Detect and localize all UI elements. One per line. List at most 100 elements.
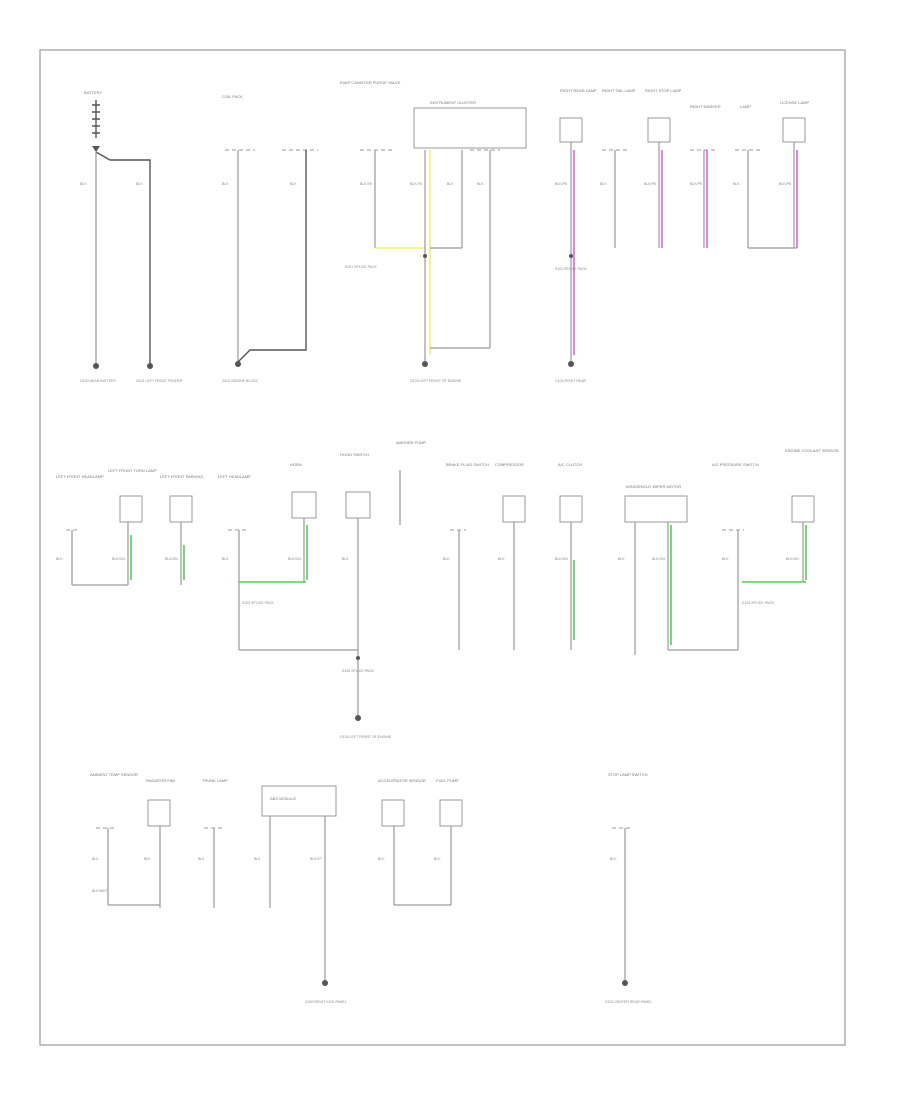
ground-icon bbox=[355, 715, 361, 721]
rear-lamp-label-2: RIGHT TAIL LAMP bbox=[602, 88, 636, 93]
radiator-fan-label: RADIATOR FAN bbox=[146, 778, 175, 783]
wire-label: BLK bbox=[722, 557, 729, 561]
wire-label: BLK bbox=[477, 182, 484, 186]
wire-label: BLK bbox=[144, 857, 151, 861]
component-box bbox=[291, 491, 317, 519]
engine-sensor-label: ENGINE COOLANT SENSOR bbox=[785, 448, 839, 453]
instrument-cluster-label: INSTRUMENT CLUSTER bbox=[430, 100, 476, 105]
splice-label-s104: S104 SPLICE PACK bbox=[742, 601, 775, 605]
compressor-label: COMPRESSOR bbox=[495, 462, 524, 467]
horn-label: HORN bbox=[290, 462, 302, 467]
splice-label-s102: S102 SPLICE PACK bbox=[555, 267, 588, 271]
rear-lamp-label-4: RIGHT MARKER bbox=[690, 104, 721, 109]
left-front-headlamp-label: LEFT FRONT HEADLAMP bbox=[56, 474, 104, 479]
ground-icon bbox=[422, 361, 428, 367]
wire-label: BLK bbox=[342, 557, 349, 561]
splice-label-s101: S101 SPLICE PACK bbox=[345, 265, 378, 269]
abs-module-label: ABS MODULE bbox=[270, 796, 297, 801]
wire-label: BLK bbox=[198, 857, 205, 861]
wire-label: BLK bbox=[254, 857, 261, 861]
ground-icon bbox=[235, 361, 241, 367]
wire-label: BLK bbox=[290, 182, 297, 186]
abs-module-box bbox=[261, 785, 337, 817]
ground-label-g101: G101 LEFT FRONT FENDER bbox=[136, 379, 183, 383]
ground-icon bbox=[93, 363, 99, 369]
wire-label: BLK bbox=[222, 557, 229, 561]
battery-component: BATTERY bbox=[84, 90, 102, 152]
ground-label-g105: G105 LEFT FRONT OF ENGINE bbox=[340, 735, 392, 739]
instrument-cluster-box bbox=[413, 107, 527, 149]
wire-label: BLK/GN bbox=[288, 557, 301, 561]
left-front-turn-lamp-label: LEFT FRONT TURN LAMP bbox=[108, 468, 157, 473]
coil-pack-label: COIL PACK bbox=[222, 94, 243, 99]
component-box bbox=[439, 799, 463, 827]
ground-icon bbox=[322, 980, 328, 986]
wire-label: BLK/GN bbox=[555, 557, 568, 561]
rear-lamp-label-1: RIGHT REAR LAMP bbox=[560, 88, 597, 93]
splice-dot-icon bbox=[423, 254, 427, 258]
splice-dot-icon bbox=[569, 254, 573, 258]
windshield-motor-label: WINDSHIELD WIPER MOTOR bbox=[626, 484, 681, 489]
component-box bbox=[502, 495, 526, 523]
component-box bbox=[791, 495, 815, 523]
wire-label: BLK bbox=[56, 557, 63, 561]
splice-label-s105: S105 SPLICE PACK bbox=[342, 669, 375, 673]
wire-label: BLK bbox=[136, 182, 143, 186]
battery-terminal-icon bbox=[92, 146, 100, 152]
trunk-lamp-label: TRUNK LAMP bbox=[202, 778, 228, 783]
wire-label: BLK bbox=[447, 182, 454, 186]
ground-icon bbox=[568, 361, 574, 367]
wire-label: BLK/GN bbox=[652, 557, 665, 561]
wire-label: BLK/GN bbox=[786, 557, 799, 561]
component-box bbox=[119, 495, 143, 523]
component-box bbox=[624, 495, 688, 523]
component-box bbox=[169, 495, 193, 523]
washer-pump-label: WASHER PUMP bbox=[396, 440, 426, 445]
component-box bbox=[147, 799, 171, 827]
ground-label-g201: G201 CENTER REAR PANEL bbox=[605, 1000, 652, 1004]
ground-label-g100: G100 NEAR BATTERY bbox=[80, 379, 117, 383]
battery-label: BATTERY bbox=[84, 90, 102, 95]
wire-label: BLK/PK bbox=[555, 182, 568, 186]
wire-label: BLK bbox=[610, 857, 617, 861]
ground-label-g200: G200 RIGHT KICK PANEL bbox=[305, 1000, 347, 1004]
rear-lamp-box bbox=[647, 117, 671, 143]
rear-lamp-box bbox=[559, 117, 583, 143]
component-box bbox=[559, 495, 583, 523]
left-headlamp-label: LEFT HEADLAMP bbox=[218, 474, 251, 479]
wire-label: BLK bbox=[378, 857, 385, 861]
splice-dot-icon bbox=[356, 656, 360, 660]
battery-cell-icon bbox=[92, 104, 100, 134]
wire-label: BLK/YE bbox=[360, 182, 373, 186]
ground-icon bbox=[622, 980, 628, 986]
stop-lamp-switch-label: STOP LAMP SWITCH bbox=[608, 772, 648, 777]
wire-label: BLK bbox=[733, 182, 740, 186]
wire-label: BLK bbox=[92, 857, 99, 861]
wire-label: BLK/WHT bbox=[92, 889, 108, 893]
hood-switch-label: HOOD SWITCH bbox=[340, 452, 369, 457]
wire-label: BLK bbox=[600, 182, 607, 186]
rear-lamp-label-3: RIGHT STOP LAMP bbox=[645, 88, 682, 93]
wire-label: BLK/YE bbox=[410, 182, 423, 186]
wire-label: BLK/PK bbox=[690, 182, 703, 186]
wire-label: BLK/PK bbox=[779, 182, 792, 186]
ambient-sensor-label: AMBIENT TEMP SENSOR bbox=[90, 772, 138, 777]
splice-label-s103: S103 SPLICE PACK bbox=[242, 601, 275, 605]
ground-label-g104: G104 RIGHT REAR bbox=[555, 379, 587, 383]
evap-label: EVAP CANISTER PURGE VALVE bbox=[340, 80, 401, 85]
ground-icon bbox=[147, 363, 153, 369]
wire-label: BLK/GN bbox=[112, 557, 125, 561]
battery-ground-wire bbox=[95, 151, 151, 364]
brake-fluid-label: BRAKE FLUID SWITCH bbox=[446, 462, 489, 467]
wire-label: BLK bbox=[80, 182, 87, 186]
wire-label: BLK/VT bbox=[310, 857, 323, 861]
accelerator-sensor-label: ACCELERATOR SENSOR bbox=[378, 778, 426, 783]
wire-label: BLK/PK bbox=[644, 182, 657, 186]
wire-label: BLK bbox=[434, 857, 441, 861]
wire-label: BLK bbox=[222, 182, 229, 186]
rear-lamp-label-5: LAMP bbox=[740, 104, 751, 109]
wire-label: BLK/GN bbox=[165, 557, 178, 561]
ac-pressure-label: A/C PRESSURE SWITCH bbox=[712, 462, 759, 467]
component-box bbox=[345, 491, 371, 519]
